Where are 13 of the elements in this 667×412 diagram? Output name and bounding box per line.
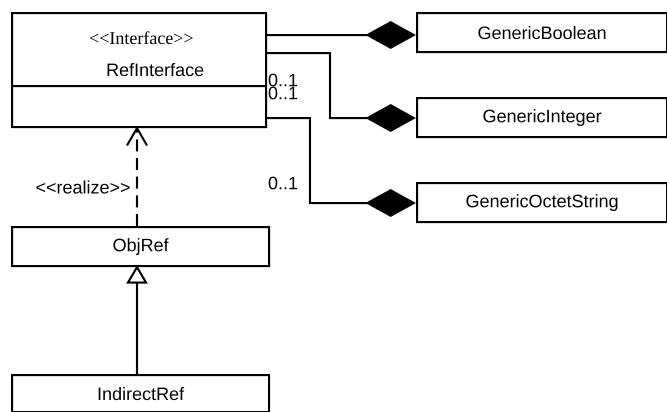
multiplicity-label: 0..1: [268, 176, 298, 190]
stereotype-label: <<Interface>>: [90, 31, 193, 44]
class-box: GenericBoolean: [416, 12, 667, 54]
class-box: IndirectRef: [11, 374, 270, 412]
realization-arrow: [126, 126, 148, 226]
class-name: RefInterface: [108, 62, 204, 76]
class-box: GenericInteger: [416, 97, 667, 138]
edge-label: <<realize>>: [36, 180, 130, 194]
class-box: ObjRef: [11, 226, 270, 268]
multiplicity-label: 0..1: [268, 86, 298, 100]
multiplicity-label: 0..1: [268, 74, 298, 86]
class-box: GenericOctetString: [416, 182, 667, 224]
class-box: [11, 12, 268, 128]
